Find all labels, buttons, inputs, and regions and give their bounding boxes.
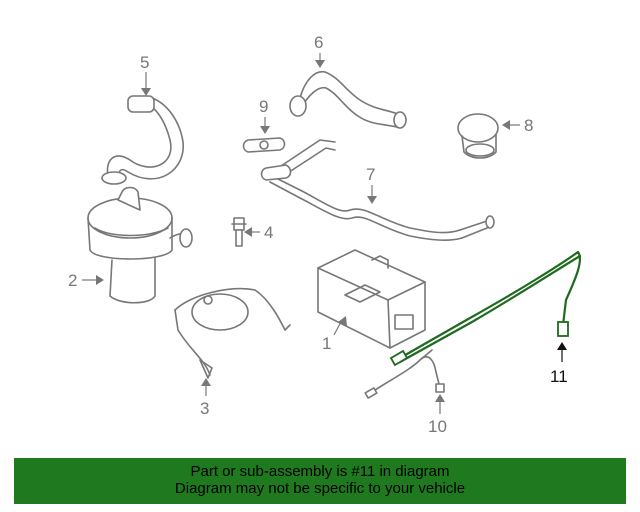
callout-9[interactable]: 9 bbox=[259, 97, 270, 134]
callout-label-7: 7 bbox=[366, 165, 375, 184]
part-6-hose[interactable] bbox=[289, 71, 407, 129]
callout-label-8: 8 bbox=[524, 116, 533, 135]
callout-label-11: 11 bbox=[550, 367, 568, 386]
part-4-valve[interactable] bbox=[231, 217, 247, 247]
callout-label-6: 6 bbox=[314, 33, 323, 52]
callout-1[interactable]: 1 bbox=[322, 316, 347, 353]
callout-label-1: 1 bbox=[322, 334, 331, 353]
part-3-bracket[interactable] bbox=[174, 287, 291, 379]
callout-label-4: 4 bbox=[264, 223, 273, 242]
callout-label-5: 5 bbox=[140, 53, 149, 72]
exploded-parts-diagram: 5 6 9 8 7 4 2 bbox=[68, 33, 582, 436]
callout-2[interactable]: 2 bbox=[68, 271, 104, 290]
part-7-pipe[interactable] bbox=[260, 139, 495, 241]
part-8-valve[interactable] bbox=[457, 113, 499, 159]
callout-label-3: 3 bbox=[200, 399, 209, 418]
part-11-oxygen-sensor[interactable] bbox=[389, 250, 582, 367]
part-10-sensor-harness[interactable] bbox=[364, 349, 445, 399]
part-5-hose[interactable] bbox=[101, 95, 184, 185]
callout-3[interactable]: 3 bbox=[200, 378, 211, 418]
callout-5[interactable]: 5 bbox=[140, 53, 151, 96]
banner-line-1: Part or sub-assembly is #11 in diagram bbox=[190, 463, 450, 480]
part-9-gasket[interactable] bbox=[242, 137, 286, 153]
callout-label-10: 10 bbox=[428, 417, 447, 436]
callout-11[interactable]: 11 bbox=[550, 342, 568, 386]
part-1-canister[interactable] bbox=[317, 249, 426, 349]
info-banner: Part or sub-assembly is #11 in diagram D… bbox=[14, 458, 626, 504]
callout-10[interactable]: 10 bbox=[428, 394, 447, 436]
callout-4[interactable]: 4 bbox=[244, 223, 273, 242]
callout-label-2: 2 bbox=[68, 271, 77, 290]
callout-8[interactable]: 8 bbox=[502, 116, 533, 135]
callout-label-9: 9 bbox=[259, 97, 268, 116]
banner-line-2: Diagram may not be specific to your vehi… bbox=[174, 480, 466, 497]
part-2-air-pump[interactable] bbox=[87, 186, 193, 304]
callout-6[interactable]: 6 bbox=[314, 33, 325, 68]
callout-7[interactable]: 7 bbox=[366, 165, 377, 204]
